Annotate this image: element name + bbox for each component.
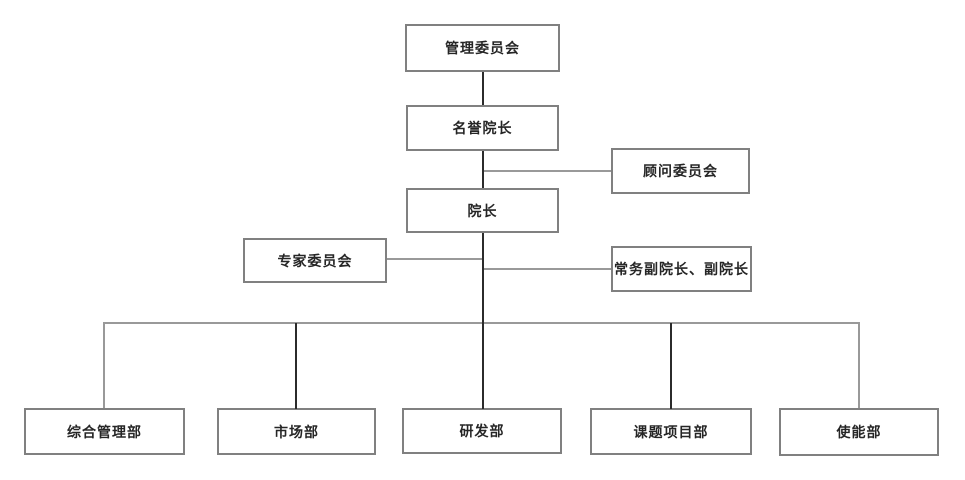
org-node-dept-general-management: 综合管理部 bbox=[24, 408, 185, 455]
org-node-expert-committee-label: 专家委员会 bbox=[277, 253, 353, 270]
org-node-advisory-committee: 顾问委员会 bbox=[611, 148, 750, 194]
connector-honorary-to-dean bbox=[482, 151, 484, 188]
org-node-honorary-dean: 名誉院长 bbox=[406, 105, 559, 151]
org-node-dept-enablement-label: 使能部 bbox=[836, 425, 882, 441]
org-node-expert-committee: 专家委员会 bbox=[243, 238, 387, 283]
org-node-dept-marketing: 市场部 bbox=[217, 408, 376, 455]
org-node-honorary-dean-label: 名誉院长 bbox=[452, 121, 513, 137]
org-node-deputy-deans-label: 常务副院长、副院长 bbox=[614, 262, 749, 278]
org-node-dept-marketing-label: 市场部 bbox=[274, 424, 319, 441]
org-node-dept-general-management-label: 综合管理部 bbox=[67, 424, 142, 441]
org-node-dept-rnd: 研发部 bbox=[402, 408, 562, 454]
connector-dean-to-departments bbox=[482, 233, 484, 409]
org-node-dept-enablement: 使能部 bbox=[779, 408, 939, 456]
org-node-dept-project: 课题项目部 bbox=[590, 408, 752, 455]
drop-line-general-management bbox=[103, 322, 105, 409]
org-node-dean: 院长 bbox=[406, 188, 559, 233]
connector-management-to-honorary bbox=[482, 72, 484, 105]
org-node-dept-project-label: 课题项目部 bbox=[633, 424, 709, 441]
org-node-dean-label: 院长 bbox=[467, 203, 498, 220]
org-node-advisory-committee-label: 顾问委员会 bbox=[643, 164, 718, 180]
connector-to-expert-committee bbox=[386, 258, 482, 260]
org-node-deputy-deans: 常务副院长、副院长 bbox=[611, 246, 752, 292]
connector-to-deputy-deans bbox=[483, 268, 611, 270]
departments-bus-line bbox=[103, 322, 860, 324]
drop-line-enablement bbox=[858, 322, 860, 409]
connector-to-advisory-committee bbox=[483, 170, 611, 172]
drop-line-project bbox=[670, 323, 672, 409]
org-node-management-committee: 管理委员会 bbox=[405, 24, 560, 72]
drop-line-marketing bbox=[295, 323, 297, 409]
org-node-dept-rnd-label: 研发部 bbox=[459, 424, 505, 440]
org-node-management-committee-label: 管理委员会 bbox=[445, 41, 520, 57]
